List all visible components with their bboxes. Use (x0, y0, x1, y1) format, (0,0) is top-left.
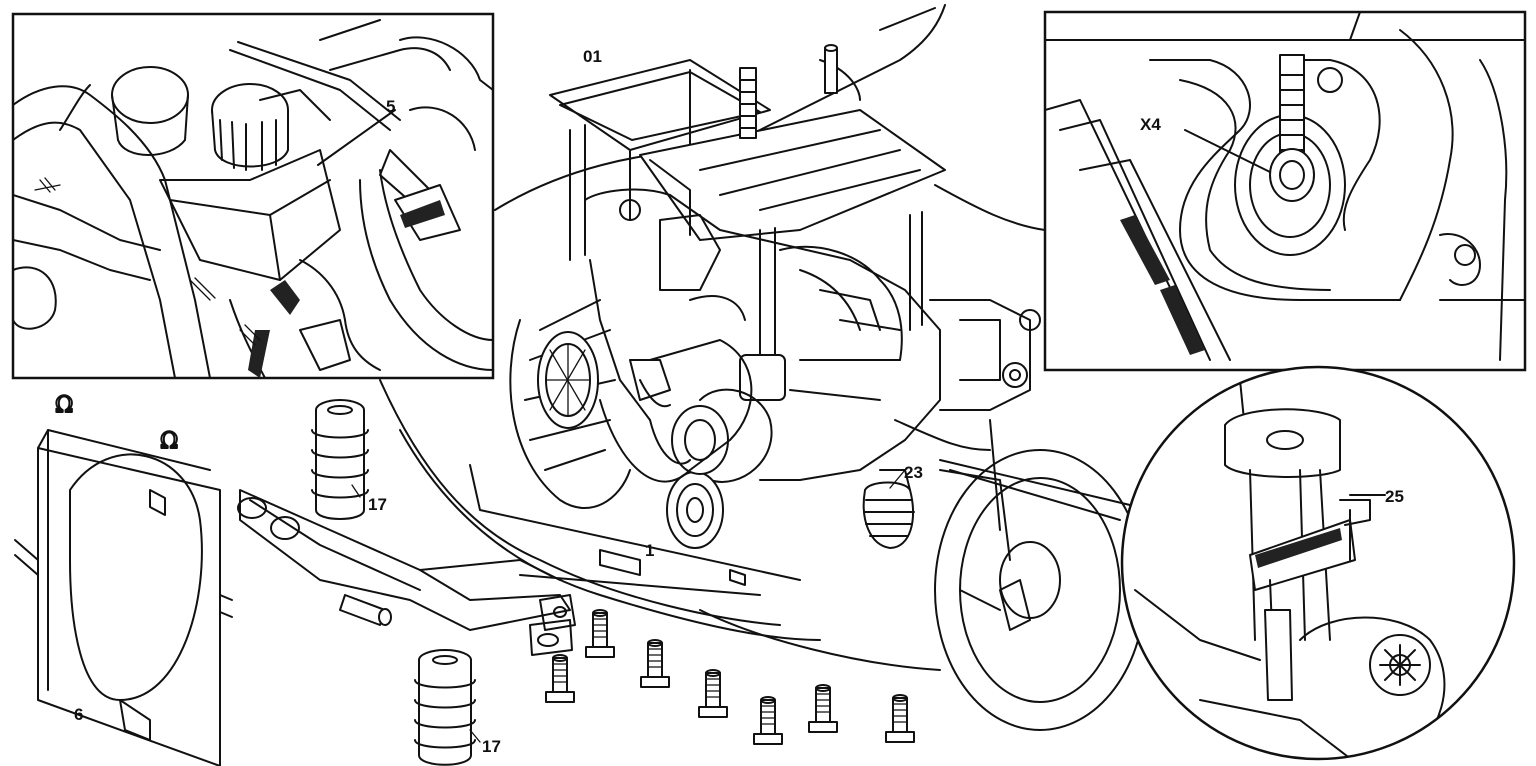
radiator-shroud: Ω Ω (14, 392, 233, 766)
callout-5: 5 (386, 97, 395, 116)
front-wheel (934, 419, 1146, 731)
lifting-frame (549, 44, 946, 361)
main-engine-view: Ω Ω (14, 4, 1146, 766)
callout-leaders (351, 469, 906, 743)
inset-engine-ground-x4 (1043, 10, 1527, 372)
callout-17-lower: 17 (482, 737, 501, 756)
front-crossmember (237, 489, 761, 656)
rubber-mount-upper (311, 399, 369, 520)
callout-23: 23 (904, 463, 923, 482)
callout-1: 1 (645, 541, 654, 560)
engine-block (584, 188, 1041, 483)
callout-6: 6 (74, 705, 83, 724)
callout-17-upper: 17 (368, 495, 387, 514)
svg-text:Ω: Ω (160, 429, 178, 454)
cooling-fan (509, 299, 631, 510)
inset-ground-strap-25 (1120, 365, 1516, 761)
callout-01: 01 (583, 47, 602, 66)
callout-25: 25 (1385, 487, 1404, 506)
svg-text:Ω: Ω (55, 393, 73, 418)
rubber-mount-lower (414, 649, 476, 766)
pulley-belt-assembly (599, 339, 753, 549)
mounting-bolts (545, 609, 915, 745)
callout-x4: X4 (1140, 115, 1161, 134)
inset-coolant-reservoir (11, 12, 495, 380)
